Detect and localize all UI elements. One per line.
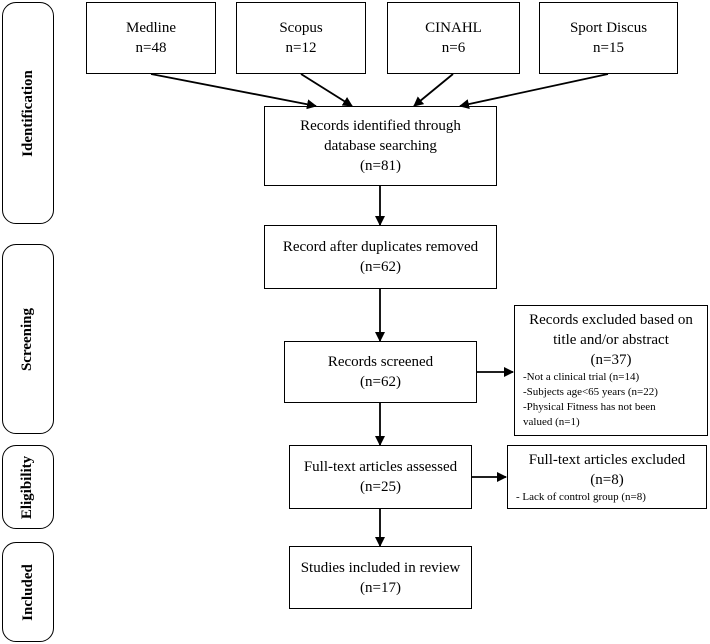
database-name: CINAHL — [425, 20, 482, 36]
stage-eligibility: Eligibility — [2, 445, 54, 529]
records-identified-line2: database searching — [324, 138, 437, 154]
records-excluded-line2: title and/or abstract — [553, 332, 669, 348]
database-name: Scopus — [279, 20, 323, 36]
records-excluded-box: Records excluded based on title and/or a… — [514, 305, 708, 436]
fulltext-assessed-count: (n=25) — [360, 479, 401, 495]
database-count: n=6 — [441, 40, 466, 56]
fulltext-excluded-box: Full-text articles excluded (n=8) - Lack… — [507, 445, 707, 509]
database-box-medline: Medline n=48 — [86, 2, 216, 74]
database-box-cinahl: CINAHL n=6 — [387, 2, 520, 74]
studies-included-label: Studies included in review — [300, 559, 461, 576]
fulltext-excluded-count: (n=8) — [590, 472, 624, 488]
stage-screening: Screening — [2, 244, 54, 434]
records-excluded-line1: Records excluded based on — [529, 312, 693, 328]
arrow-scopus-to-identified — [300, 73, 353, 107]
database-count: n=15 — [593, 40, 624, 56]
database-count: n=12 — [285, 40, 317, 56]
studies-included-box: Studies included in review (n=17) — [289, 546, 472, 609]
arrow-sportdiscus-to-identified — [459, 73, 609, 109]
fulltext-excluded-reason: - Lack of control group (n=8) — [516, 491, 646, 503]
database-name: Medline — [126, 20, 176, 36]
records-screened-count: (n=62) — [360, 374, 401, 390]
records-excluded-reason: -Subjects age<65 years (n=22) — [523, 386, 658, 398]
records-excluded-reason: -Physical Fitness has not been — [523, 401, 656, 413]
duplicates-removed-label: Record after duplicates removed — [282, 239, 479, 255]
records-screened-label: Records screened — [327, 354, 434, 370]
database-box-sport-discus: Sport Discus n=15 — [539, 2, 678, 74]
records-identified-box: Records identified through database sear… — [264, 106, 497, 186]
database-box-scopus: Scopus n=12 — [236, 2, 366, 74]
database-name: Sport Discus — [569, 20, 648, 36]
studies-included-count: (n=17) — [360, 579, 401, 596]
records-excluded-reason: -Not a clinical trial (n=14) — [523, 371, 640, 383]
fulltext-assessed-label: Full-text articles assessed — [303, 459, 458, 475]
records-excluded-count: (n=37) — [590, 352, 632, 368]
stage-included: Included — [2, 542, 54, 642]
duplicates-removed-box: Record after duplicates removed (n=62) — [264, 225, 497, 289]
fulltext-excluded-label: Full-text articles excluded — [528, 452, 686, 468]
stage-identification: Identification — [2, 2, 54, 224]
duplicates-removed-count: (n=62) — [360, 259, 401, 275]
arrow-medline-to-identified — [150, 73, 317, 110]
database-count: n=48 — [135, 40, 167, 56]
records-identified-count: (n=81) — [360, 158, 401, 174]
records-identified-line1: Records identified through — [300, 118, 461, 134]
records-excluded-reason: valued (n=1) — [523, 416, 580, 428]
arrow-cinahl-to-identified — [413, 73, 454, 107]
